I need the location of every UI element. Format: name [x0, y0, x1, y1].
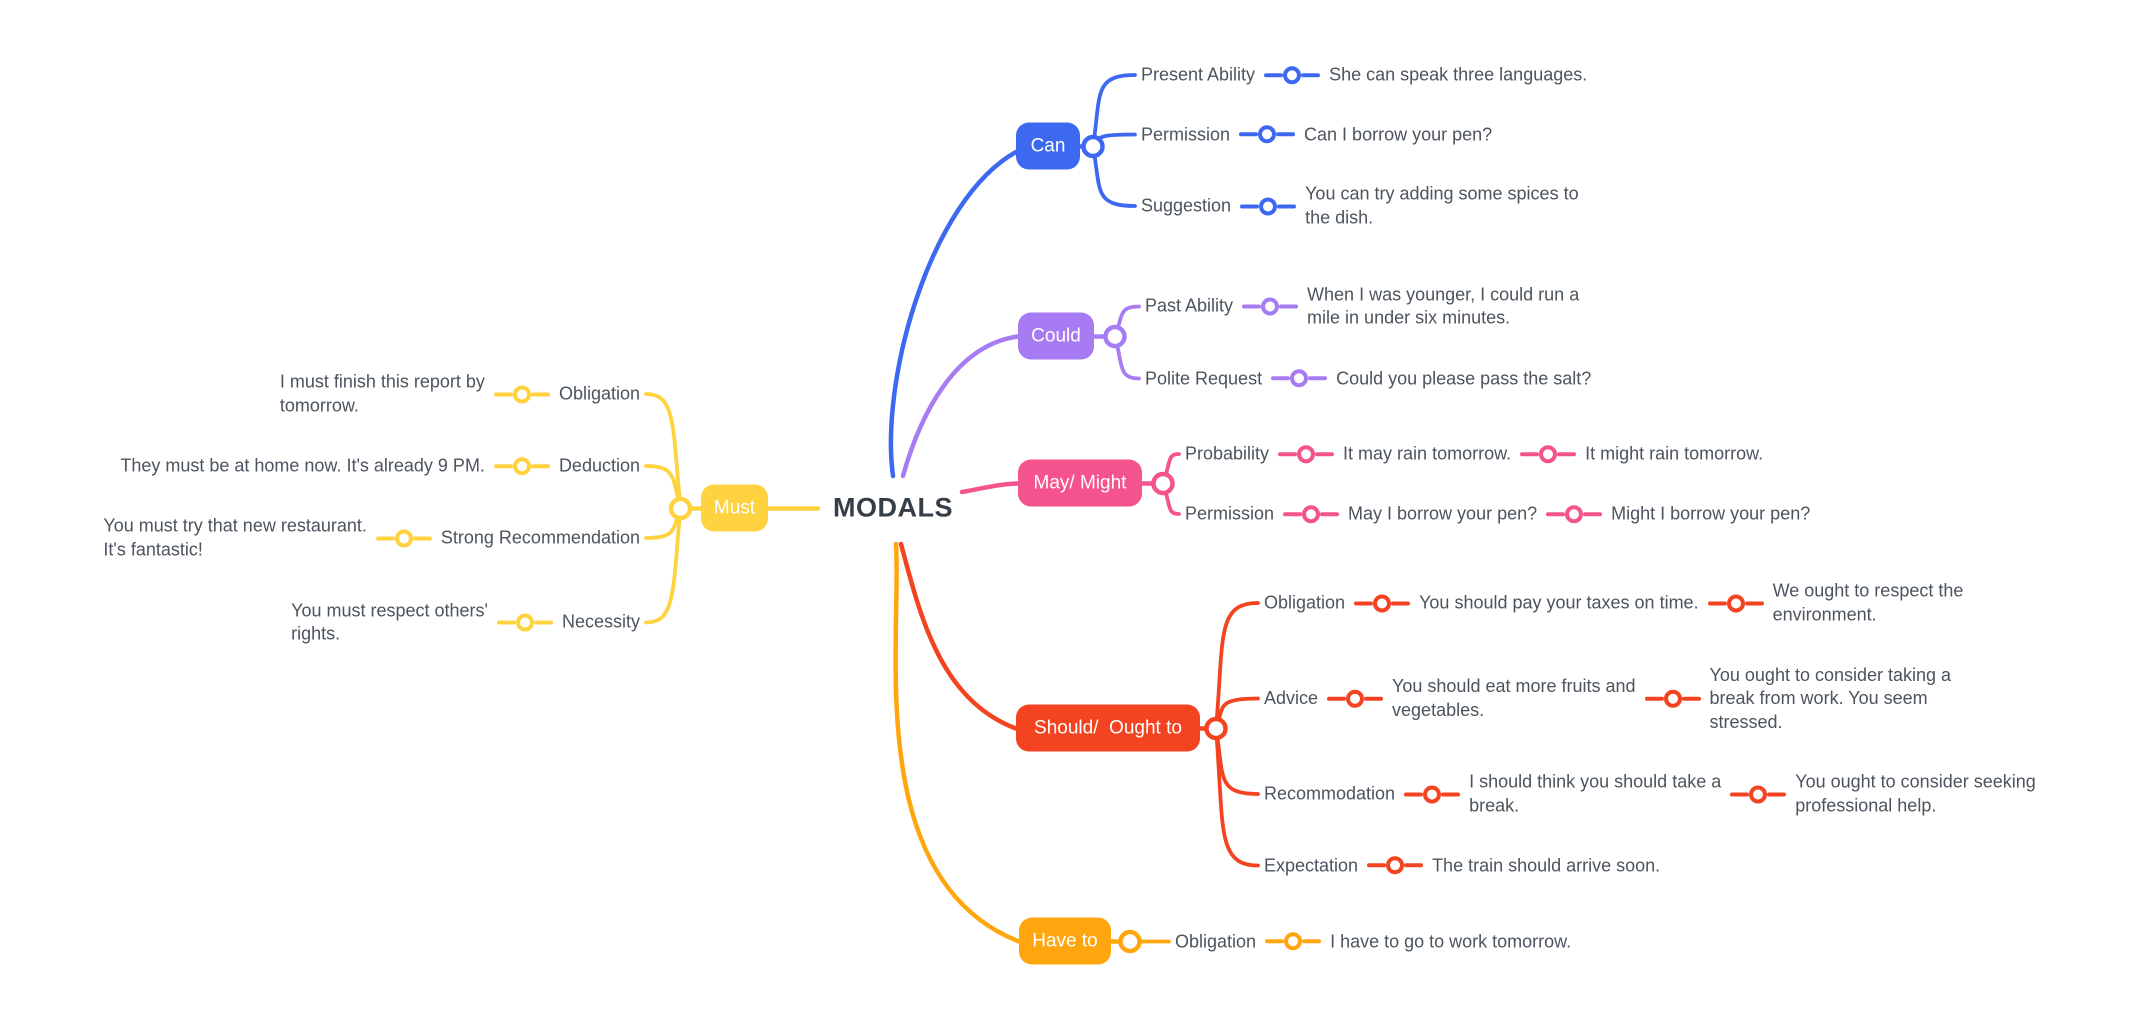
usage-label[interactable]: Suggestion — [1141, 195, 1232, 216]
child-curve — [644, 506, 683, 625]
usage-label[interactable]: Permission — [1141, 123, 1231, 144]
link-connector-icon — [1404, 785, 1461, 803]
example-text[interactable]: You must respect others' rights. — [291, 600, 488, 644]
child-curve — [644, 392, 683, 511]
link-connector-icon — [1644, 689, 1701, 708]
usage-label[interactable]: Obligation — [1264, 592, 1346, 613]
example-text[interactable]: They must be at home now. It's already 9… — [120, 455, 485, 476]
link-connector-icon — [1367, 856, 1424, 875]
example-text[interactable]: We ought to respect the environment. — [1772, 580, 1964, 625]
example-text[interactable]: When I was younger, I could run a mile i… — [1307, 284, 1580, 328]
example-text[interactable]: You must try that new restaurant. It's f… — [103, 515, 367, 560]
example-text[interactable]: The train should arrive soon. — [1432, 854, 1661, 875]
node-should-ought-to[interactable]: Should/ Ought to — [1016, 704, 1200, 752]
example-text[interactable]: Can I borrow your pen? — [1304, 123, 1493, 144]
usage-row: Present Ability She can speak three lang… — [1141, 63, 1587, 87]
usage-row: Past Ability When I was younger, I could… — [1145, 283, 1579, 330]
example-text[interactable]: It might rain tomorrow. — [1585, 443, 1764, 464]
example-text[interactable]: I must finish this report by tomorrow. — [279, 371, 485, 416]
root-node-title[interactable]: MODALS — [833, 492, 953, 523]
link-connector-icon — [1520, 445, 1577, 463]
usage-label[interactable]: Past Ability — [1145, 295, 1234, 316]
example-text[interactable]: I should think you should take a break. — [1469, 771, 1722, 816]
usage-row: Suggestion You can try adding some spice… — [1141, 183, 1579, 230]
link-connector-icon — [1283, 505, 1340, 523]
usage-row: Recommodation I should think you should … — [1264, 771, 2036, 818]
usage-row: They must be at home now. It's already 9… — [120, 454, 640, 478]
node-have-to[interactable]: Have to — [1019, 917, 1111, 965]
child-curve — [1214, 601, 1260, 731]
link-connector-icon — [1239, 125, 1296, 144]
link-connector-icon — [1278, 445, 1335, 463]
node-can[interactable]: Can — [1016, 122, 1080, 170]
example-text[interactable]: Could you please pass the salt? — [1336, 367, 1592, 388]
example-text[interactable]: You should eat more fruits and vegetable… — [1392, 676, 1636, 720]
usage-row: Obligation You should pay your taxes on … — [1264, 580, 1963, 627]
usage-row: Advice You should eat more fruits and ve… — [1264, 663, 1951, 734]
example-text[interactable]: You should pay your taxes on time. — [1419, 592, 1699, 613]
link-connector-icon — [1265, 932, 1322, 951]
usage-label[interactable]: Obligation — [558, 383, 640, 404]
usage-label[interactable]: Polite Request — [1145, 367, 1263, 388]
usage-label[interactable]: Deduction — [558, 455, 640, 476]
link-connector-icon — [496, 613, 553, 632]
node-may-might[interactable]: May/ Might — [1018, 459, 1142, 507]
branch-point — [1103, 324, 1127, 349]
link-connector-icon — [1707, 594, 1764, 612]
child-curve — [1091, 73, 1137, 149]
usage-label[interactable]: Necessity — [561, 611, 640, 632]
usage-row: Permission May I borrow your pen? Might … — [1185, 502, 1810, 526]
usage-label[interactable]: Recommodation — [1264, 783, 1396, 804]
branch-curve-should-ought — [898, 541, 1019, 731]
branch-point — [1151, 471, 1175, 496]
branch-point — [1081, 134, 1105, 159]
usage-label[interactable]: Advice — [1264, 687, 1319, 708]
branch-curve-have-to — [893, 541, 1022, 944]
usage-label[interactable]: Permission — [1185, 503, 1275, 524]
example-text[interactable]: You can try adding some spices to the di… — [1305, 183, 1579, 228]
link-connector-icon — [1354, 594, 1411, 612]
usage-label[interactable]: Expectation — [1264, 854, 1359, 875]
example-text[interactable]: I have to go to work tomorrow. — [1330, 930, 1572, 951]
link-connector-icon — [1730, 785, 1787, 803]
link-connector-icon — [493, 457, 550, 475]
usage-row: You must respect others' rights. Necessi… — [291, 599, 640, 646]
link-connector-icon — [1546, 505, 1603, 523]
usage-row: I must finish this report by tomorrow. O… — [280, 371, 640, 418]
branch-curve-may-might — [959, 481, 1021, 495]
branch-curve-can — [888, 149, 1019, 479]
link-connector-icon — [375, 529, 432, 547]
branch-point — [668, 496, 693, 521]
usage-row: Polite Request Could you please pass the… — [1145, 367, 1591, 391]
child-curve — [1214, 726, 1260, 868]
branch-curve-could — [900, 334, 1021, 479]
link-connector-icon — [1240, 197, 1297, 215]
example-text[interactable]: May I borrow your pen? — [1348, 503, 1538, 524]
usage-row: Probability It may rain tomorrow. It mig… — [1185, 442, 1763, 466]
usage-row: You must try that new restaurant. It's f… — [103, 515, 640, 562]
link-connector-icon — [1264, 66, 1321, 84]
example-text[interactable]: It may rain tomorrow. — [1343, 443, 1512, 464]
usage-row: Obligation I have to go to work tomorrow… — [1175, 930, 1571, 954]
node-must[interactable]: Must — [701, 484, 768, 532]
example-text[interactable]: Might I borrow your pen? — [1611, 503, 1811, 524]
usage-row: Permission Can I borrow your pen? — [1141, 123, 1492, 147]
usage-row: Expectation The train should arrive soon… — [1264, 854, 1660, 878]
usage-label[interactable]: Obligation — [1175, 930, 1257, 951]
link-connector-icon — [1271, 369, 1328, 388]
branch-point — [1118, 929, 1142, 954]
usage-label[interactable]: Strong Recommendation — [440, 527, 640, 548]
branch-point — [1204, 716, 1228, 741]
usage-label[interactable]: Present Ability — [1141, 64, 1256, 85]
example-text[interactable]: She can speak three languages. — [1329, 64, 1588, 85]
link-connector-icon — [1242, 297, 1299, 316]
link-connector-icon — [493, 385, 550, 403]
usage-label[interactable]: Probability — [1185, 443, 1270, 464]
node-could[interactable]: Could — [1018, 312, 1094, 360]
example-text[interactable]: You ought to consider seeking profession… — [1795, 771, 2036, 816]
link-connector-icon — [1327, 689, 1384, 708]
example-text[interactable]: You ought to consider taking a break fro… — [1709, 664, 1952, 732]
child-curve — [1091, 144, 1137, 208]
